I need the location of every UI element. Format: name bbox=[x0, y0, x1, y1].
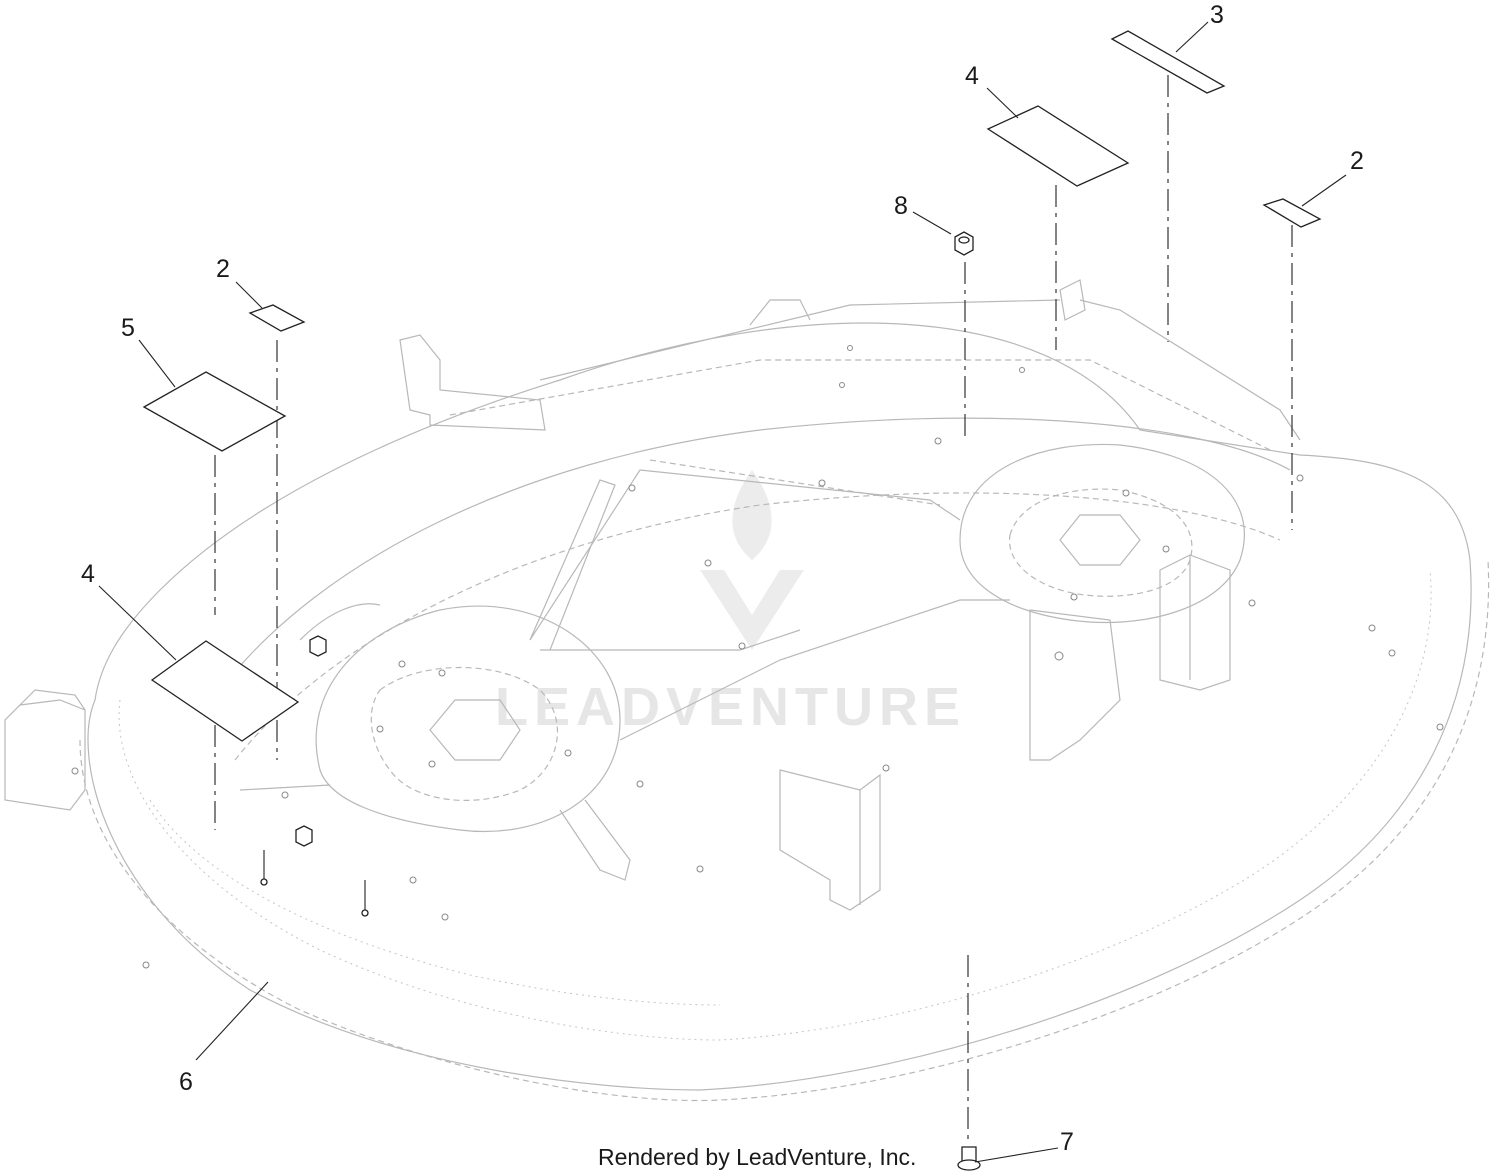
callout-2-left: 2 bbox=[216, 255, 230, 283]
decal-strip bbox=[1110, 30, 1226, 94]
callout-3: 3 bbox=[1210, 1, 1224, 29]
hardware bbox=[260, 231, 981, 1171]
callout-5: 5 bbox=[121, 314, 135, 342]
carriage-bolt bbox=[957, 1146, 981, 1171]
callout-2-right: 2 bbox=[1350, 147, 1364, 175]
decal-small-left bbox=[248, 304, 306, 332]
decal-large-right bbox=[986, 105, 1130, 187]
lock-nut bbox=[954, 231, 974, 256]
callout-4-right: 4 bbox=[965, 62, 979, 90]
decal-large-left bbox=[150, 640, 300, 742]
watermark-text: LEADVENTURE bbox=[495, 677, 966, 737]
render-credit: Rendered by LeadVenture, Inc. bbox=[598, 1144, 916, 1170]
mower-deck bbox=[4, 279, 1490, 1102]
callout-leaders bbox=[98, 21, 1347, 1163]
decal-small-right bbox=[1262, 198, 1322, 228]
decals bbox=[142, 30, 1322, 742]
watermark-logo: LEADVENTURE bbox=[495, 470, 966, 737]
deck-holes bbox=[71, 345, 1444, 969]
callout-4-left: 4 bbox=[81, 560, 95, 588]
exploded-view-lines bbox=[214, 75, 1293, 1140]
callout-7: 7 bbox=[1060, 1128, 1074, 1156]
callout-labels: 2 5 4 6 8 4 3 2 7 bbox=[81, 1, 1364, 1156]
callout-8: 8 bbox=[894, 192, 908, 220]
callout-6: 6 bbox=[179, 1068, 193, 1096]
decal-medium-left bbox=[142, 371, 287, 452]
